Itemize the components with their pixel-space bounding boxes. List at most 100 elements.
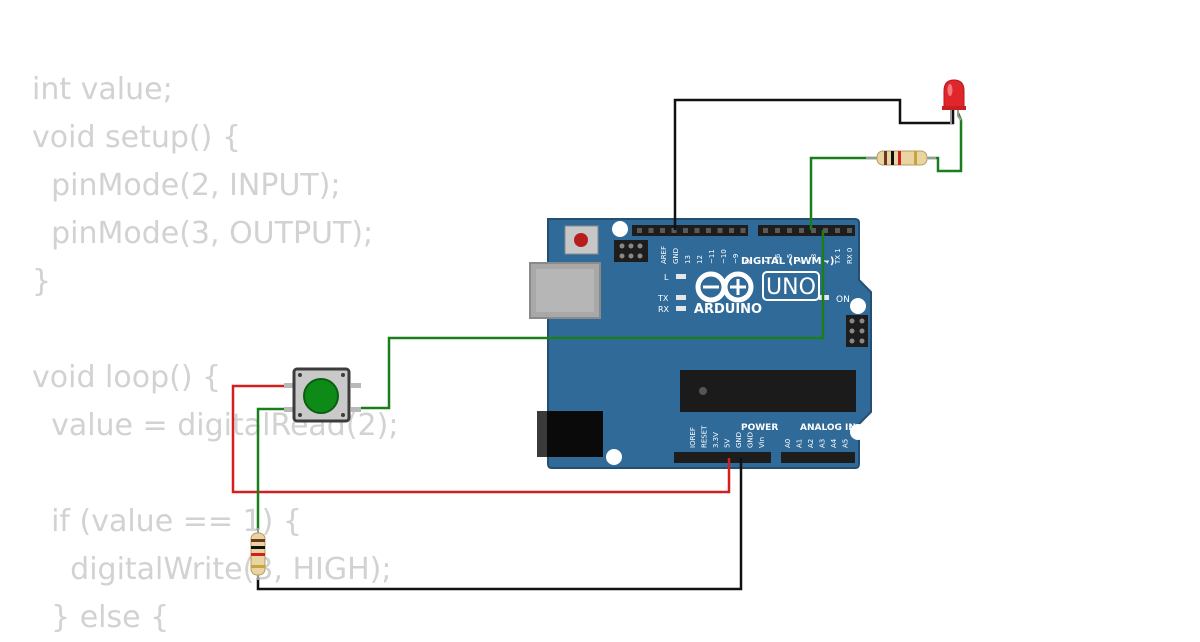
mounting-hole <box>606 449 622 465</box>
header-pin[interactable] <box>729 228 734 233</box>
header-pin[interactable] <box>835 228 840 233</box>
l-led-label: L <box>664 273 669 282</box>
header-pin[interactable] <box>660 228 665 233</box>
digital-pin-label: ~10 <box>720 249 728 264</box>
digital-pin-label: ~5 <box>786 254 794 264</box>
digital-pin-label: 12 <box>696 255 704 264</box>
icsp-header-top <box>614 240 648 262</box>
analog-pin-label: A5 <box>842 439 850 448</box>
tx-led-label: TX <box>657 294 669 303</box>
header-pin[interactable] <box>648 228 654 233</box>
resistor-pulldown[interactable] <box>250 528 266 580</box>
digital-pin-label: AREF <box>660 246 668 264</box>
wire-pin2-to-button[interactable] <box>361 230 825 410</box>
rx-led-label: RX <box>658 305 670 314</box>
code-line: int value; <box>32 72 173 107</box>
digital-pin-label: ~6 <box>774 253 782 264</box>
code-line: } <box>32 264 52 299</box>
code-line: } else { <box>32 600 170 635</box>
digital-pin-labels: AREF GND 13 12 ~11 ~10 ~9 8 7 ~6 ~5 4 ~3 2 TX 1 RX 0 <box>660 246 854 265</box>
atmega-chip <box>680 370 856 412</box>
icsp-header-right <box>846 315 868 347</box>
pushbutton[interactable] <box>284 367 361 423</box>
header-pin[interactable] <box>637 228 642 233</box>
header-pin[interactable] <box>740 228 746 233</box>
digital-pin-label: ~9 <box>732 254 740 264</box>
digital-pin-label: 4 <box>798 259 806 264</box>
resistor-led[interactable] <box>866 150 936 166</box>
arduino-label: ARDUINO <box>694 302 762 317</box>
usb-connector-inner <box>536 269 594 312</box>
uno-badge <box>762 271 820 301</box>
header-pin[interactable] <box>763 228 768 233</box>
power-jack-edge <box>537 411 547 457</box>
digital-pin-label: GND <box>672 248 680 264</box>
power-pin-label: RESET <box>701 425 709 448</box>
mounting-hole <box>850 424 866 440</box>
power-label: POWER <box>741 423 778 433</box>
digital-pin-label: TX 1 <box>834 248 842 265</box>
power-jack <box>537 411 603 457</box>
header-pin[interactable] <box>811 228 816 233</box>
mounting-hole <box>850 298 866 314</box>
analog-header[interactable] <box>781 452 855 463</box>
code-line: pinMode(2, INPUT); <box>32 168 341 203</box>
power-pin-label: 5V <box>724 439 732 448</box>
header-pin[interactable] <box>823 228 828 233</box>
mounting-hole <box>612 221 628 237</box>
digital-header[interactable] <box>632 225 855 236</box>
digital-pin-label: 8 <box>744 260 752 264</box>
wire-pin3-to-resistor[interactable] <box>809 156 878 230</box>
digital-pin-label: 7 <box>762 260 770 264</box>
uno-label: UNO <box>766 275 816 300</box>
header-pin[interactable] <box>775 228 780 233</box>
header-pin[interactable] <box>671 228 677 233</box>
code-listing: int value; void setup() { pinMode(2, INPU… <box>32 66 398 642</box>
power-pin-label: GND <box>735 432 743 448</box>
arduino-logo <box>695 271 754 303</box>
analog-label: ANALOG IN <box>800 423 856 433</box>
header-pin[interactable] <box>717 228 723 233</box>
power-pin-label: 3.3V <box>712 432 720 448</box>
power-header[interactable] <box>674 452 771 463</box>
digital-pin-label: ~3 <box>810 254 818 264</box>
power-pin-label: IOREF <box>689 427 697 448</box>
header-pin[interactable] <box>683 228 688 233</box>
header-pin[interactable] <box>706 228 711 233</box>
code-line: void loop() { <box>32 360 222 395</box>
digital-pin-label: 2 <box>822 260 830 264</box>
power-pin-label: Vin <box>758 437 766 448</box>
analog-pin-label: A4 <box>830 438 838 448</box>
code-line: void setup() { <box>32 120 241 155</box>
analog-pin-label: A1 <box>796 439 804 448</box>
wire-button-to-resistor[interactable] <box>256 407 296 530</box>
arduino-uno-board[interactable]: AREF GND 13 12 ~11 ~10 ~9 8 7 ~6 ~5 4 ~3 2 TX 1 RX 0 DI… <box>529 218 872 469</box>
digital-label: DIGITAL (PWM~) <box>741 256 834 267</box>
analog-pin-label: A2 <box>807 439 815 448</box>
digital-pin-label: ~11 <box>708 249 716 264</box>
header-pin[interactable] <box>694 228 700 233</box>
code-line: pinMode(3, OUTPUT); <box>32 216 374 251</box>
wire-gnd-to-led[interactable] <box>673 98 955 230</box>
power-pin-label: GND <box>747 432 755 448</box>
code-line: digitalWrite(3, HIGH); <box>32 552 392 587</box>
digital-pin-label: 13 <box>684 255 692 264</box>
code-line: value = digitalRead(2); <box>32 408 399 443</box>
wire-resistor-to-led[interactable] <box>928 112 963 173</box>
red-led[interactable] <box>942 79 966 124</box>
wire-resistor-to-gnd[interactable] <box>256 458 743 591</box>
digital-pin-label: RX 0 <box>846 248 854 264</box>
analog-pin-label: A3 <box>819 439 827 448</box>
wire-5v-to-button[interactable] <box>231 384 731 494</box>
analog-pin-label: A0 <box>784 439 792 448</box>
header-pin[interactable] <box>847 228 852 233</box>
on-led-label: ON <box>836 295 850 305</box>
header-pin[interactable] <box>787 228 792 233</box>
button-cap[interactable] <box>303 378 339 414</box>
reset-button-cap[interactable] <box>574 233 588 247</box>
code-line: if (value == 1) { <box>32 504 302 539</box>
header-pin[interactable] <box>799 228 804 233</box>
